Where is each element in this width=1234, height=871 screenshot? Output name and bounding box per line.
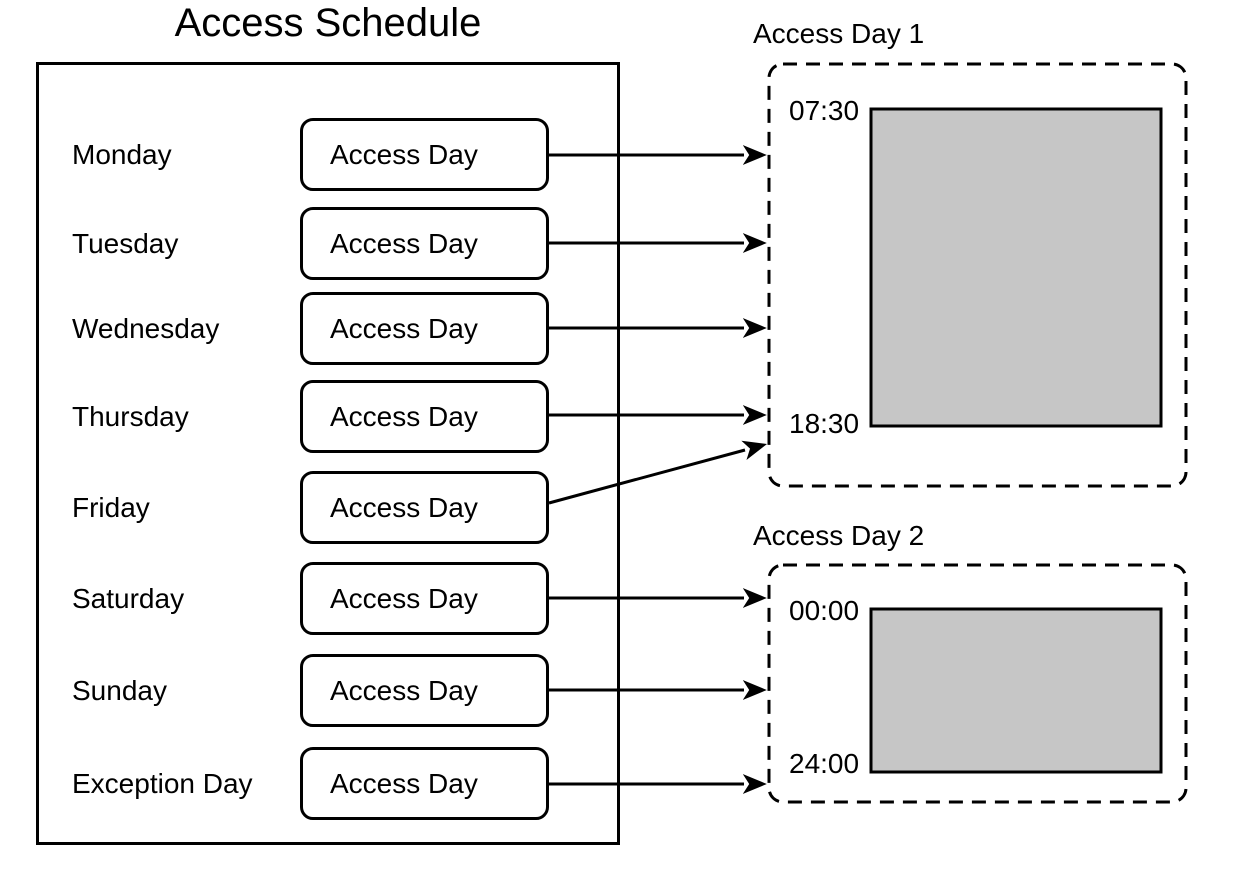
panel-2-title: Access Day 2 — [753, 520, 925, 551]
access-day-node-saturday: Access Day — [300, 562, 549, 635]
access-day-node-monday: Access Day — [300, 118, 549, 191]
schedule-row-thursday: Thursday Access Day — [36, 380, 549, 453]
access-day-node-label: Access Day — [330, 674, 478, 706]
time-window-bar-2 — [869, 607, 1163, 774]
schedule-row-friday: Friday Access Day — [36, 471, 549, 544]
access-day-node-tuesday: Access Day — [300, 207, 549, 280]
access-day-node-sunday: Access Day — [300, 654, 549, 727]
access-day-node-thursday: Access Day — [300, 380, 549, 453]
panel-1-start-time: 07:30 — [789, 95, 860, 126]
access-day-node-label: Access Day — [330, 582, 478, 614]
access-day-node-label: Access Day — [330, 400, 478, 432]
schedule-row-saturday: Saturday Access Day — [36, 562, 549, 635]
day-label-tuesday: Tuesday — [72, 228, 179, 259]
schedule-row-wednesday: Wednesday Access Day — [36, 292, 549, 365]
access-day-node-wednesday: Access Day — [300, 292, 549, 365]
access-day-node-friday: Access Day — [300, 471, 549, 544]
time-window-bar-1 — [869, 107, 1163, 428]
schedule-row-exception-day: Exception Day Access Day — [36, 747, 549, 820]
day-label-monday: Monday — [72, 139, 172, 170]
access-day-node-label: Access Day — [330, 767, 478, 799]
day-label-wednesday: Wednesday — [72, 313, 220, 344]
schedule-row-sunday: Sunday Access Day — [36, 654, 549, 727]
access-day-node-label: Access Day — [330, 138, 478, 170]
day-label-sunday: Sunday — [72, 675, 167, 706]
access-day-node-label: Access Day — [330, 491, 478, 523]
panel-1-end-time: 18:30 — [789, 408, 860, 439]
access-day-node-exception-day: Access Day — [300, 747, 549, 820]
panel-2-end-time: 24:00 — [789, 748, 860, 779]
panel-1-title: Access Day 1 — [753, 18, 925, 49]
access-day-node-label: Access Day — [330, 227, 478, 259]
day-label-thursday: Thursday — [72, 401, 189, 432]
panel-2-start-time: 00:00 — [789, 595, 860, 626]
schedule-row-tuesday: Tuesday Access Day — [36, 207, 549, 280]
diagram-title: Access Schedule — [174, 1, 482, 45]
schedule-row-monday: Monday Access Day — [36, 118, 549, 191]
day-label-friday: Friday — [72, 492, 150, 523]
day-label-saturday: Saturday — [72, 583, 185, 614]
access-day-node-label: Access Day — [330, 312, 478, 344]
day-label-exception-day: Exception Day — [72, 768, 253, 799]
